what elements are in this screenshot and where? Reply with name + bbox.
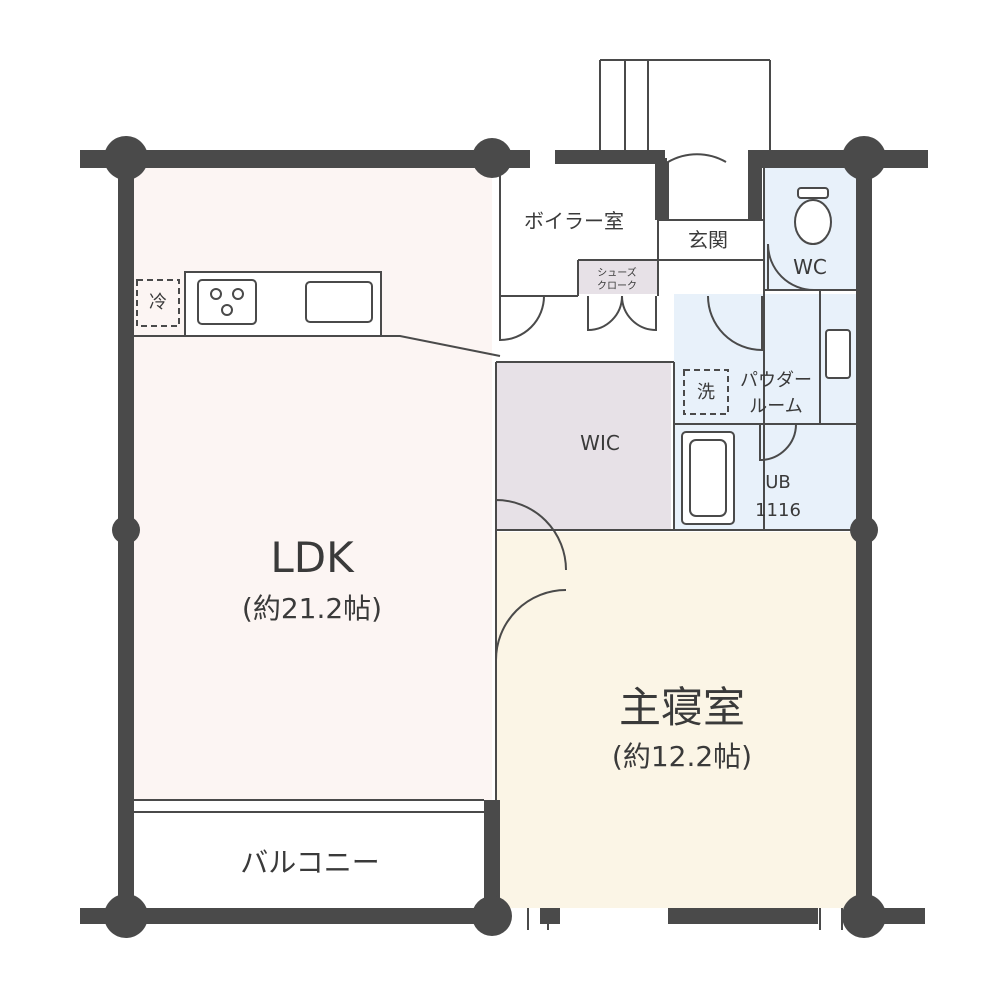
powder-room-name-1: パウダー — [740, 370, 812, 391]
boiler-room-name: ボイラー室 — [524, 209, 624, 233]
ldk-name: LDK — [270, 533, 355, 582]
master-bedroom-floor — [496, 532, 862, 908]
sink — [305, 281, 373, 323]
ldk-size: (約21.2帖) — [242, 592, 382, 625]
ldk-floor — [132, 168, 492, 800]
balcony-name: バルコニー — [240, 846, 379, 879]
fridge-label: 冷 — [149, 292, 167, 313]
wic-floor — [496, 362, 671, 530]
master-bedroom-name: 主寝室 — [619, 683, 745, 732]
wc-name: WC — [793, 255, 827, 279]
washer-space: 洗 — [683, 369, 729, 415]
shoe-closet-name-1: シューズ — [597, 266, 637, 279]
fridge-space: 冷 — [136, 279, 180, 327]
master-bedroom-size: (約12.2帖) — [612, 740, 752, 773]
outer-walls — [80, 136, 928, 938]
shoe-closet-name-2: クローク — [597, 280, 637, 292]
vanity-sink — [825, 329, 851, 379]
balcony-floor — [160, 812, 480, 908]
unit-bath-size: 1116 — [755, 500, 801, 521]
toilet — [794, 187, 832, 245]
washer-label: 洗 — [697, 382, 715, 403]
stove — [197, 279, 257, 325]
bathtub — [681, 431, 735, 525]
shoe-closet-floor — [578, 260, 658, 294]
unit-bath-name: UB — [765, 472, 791, 493]
kitchen-counter — [184, 271, 382, 337]
powder-room-name-2: ルーム — [749, 396, 802, 417]
entrance-porch — [599, 59, 771, 158]
entrance-name: 玄関 — [688, 228, 728, 252]
door-swings — [495, 153, 843, 930]
room-labels: LDK (約21.2帖) 主寝室 (約12.2帖) バルコニー ボイラー室 玄関… — [240, 209, 827, 879]
wic-name: WIC — [580, 431, 620, 455]
